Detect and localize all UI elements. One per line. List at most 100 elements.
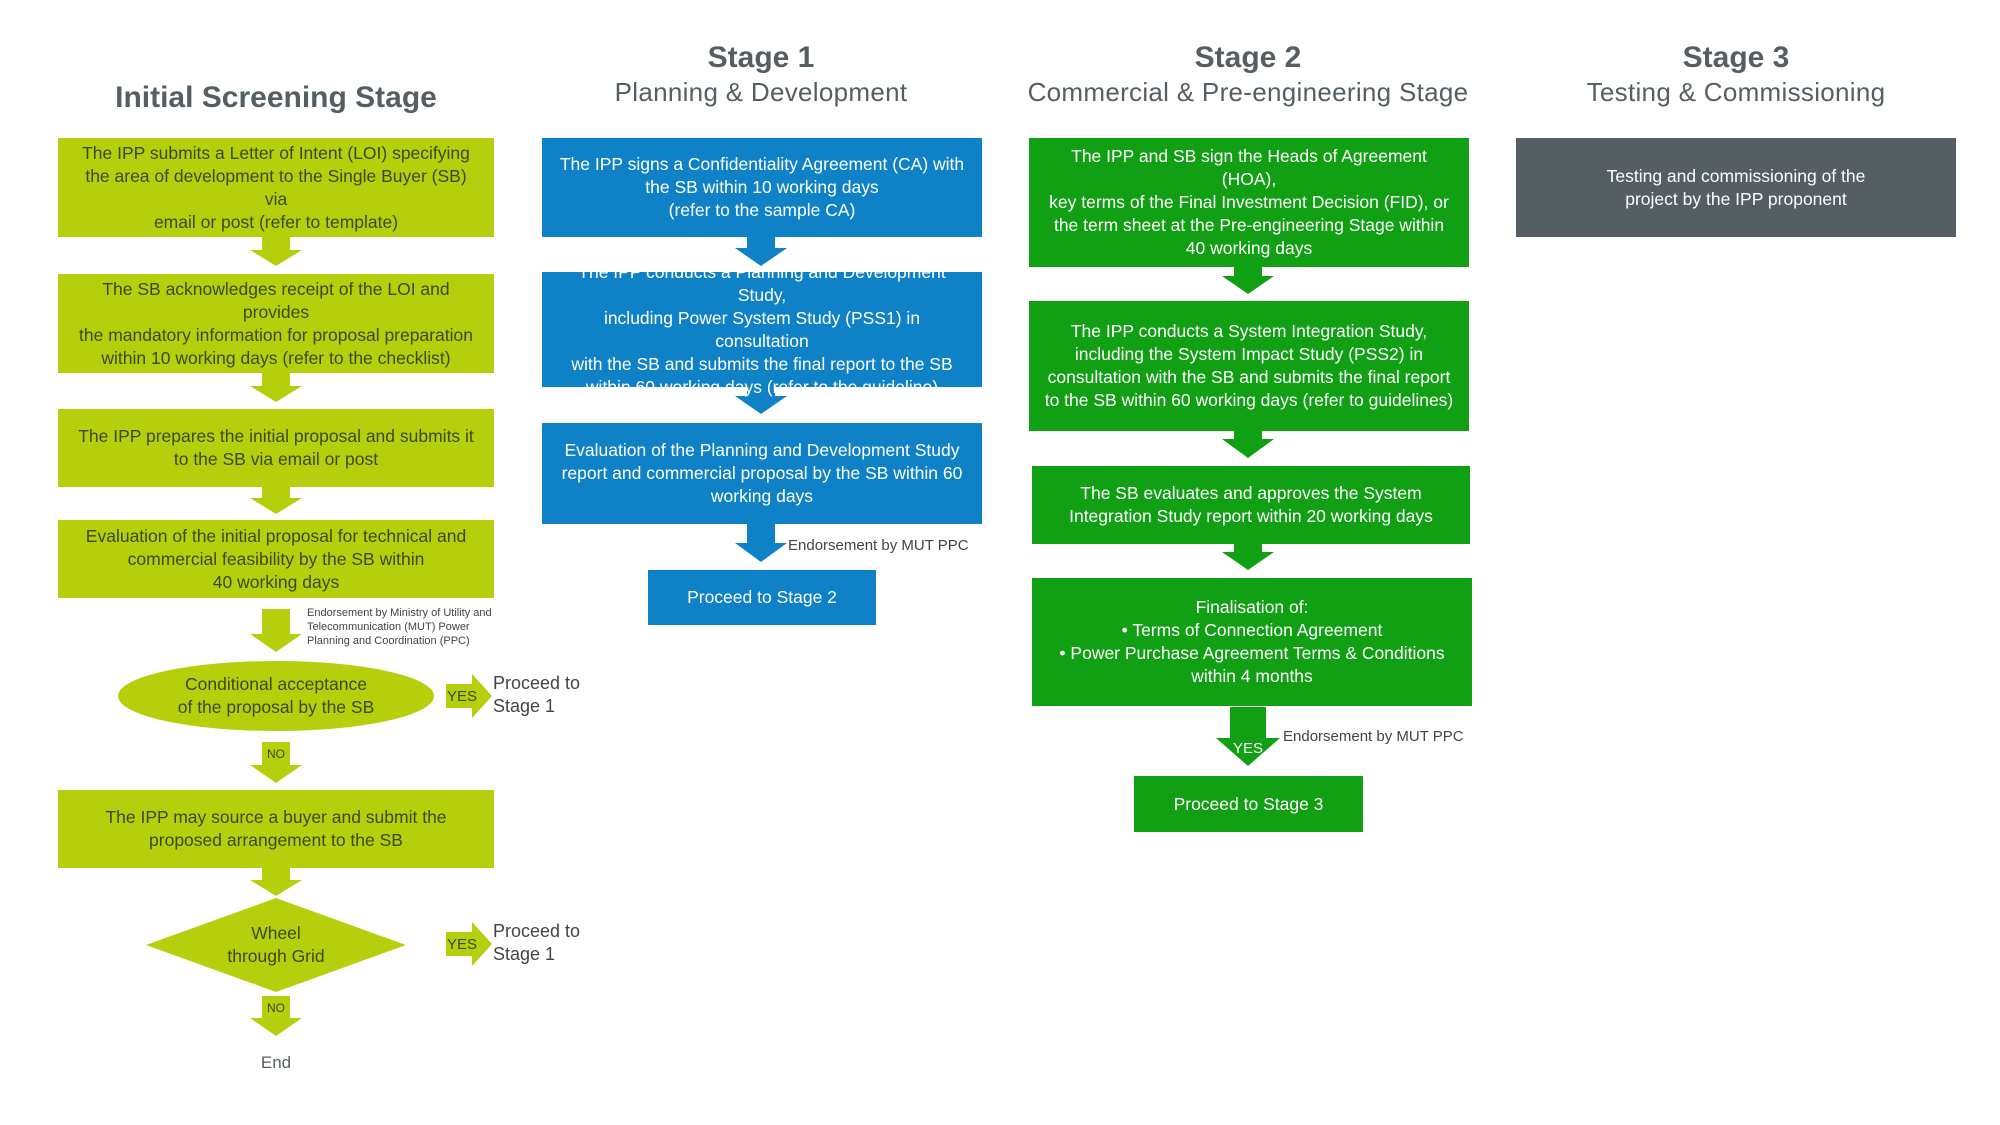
stage1-step-2-line-4: within 60 working days (refer to the gui… [585, 376, 939, 397]
initial-step-5-line-2: proposed arrangement to the SB [149, 830, 403, 850]
stage1-step-1-line-2: the SB within 10 working days [645, 177, 879, 197]
proceed-to-stage3-label: Proceed to Stage 3 [1173, 793, 1324, 814]
no-label-2: NO [267, 1001, 285, 1015]
initial-step-2-line-1: The SB acknowledges receipt of the LOI a… [102, 278, 450, 322]
no-label-1: NO [267, 747, 285, 761]
stage2-step-4-line-2: • Terms of Connection Agreement [1121, 620, 1383, 640]
initial-step-1-line-2: the area of development to the Single Bu… [85, 165, 467, 209]
header-stage1-subtitle: Planning & Development [614, 77, 908, 107]
initial-step-5-line-1: The IPP may source a buyer and submit th… [105, 807, 447, 827]
stage3-step-1: Testing and commissioning of the project… [1516, 138, 1956, 237]
stage2-step-2: The IPP conducts a System Integration St… [1029, 301, 1469, 431]
stage2-step-1-line-1: The IPP and SB sign the Heads of Agreeme… [1071, 146, 1427, 189]
yes-label-stage2: YES [1233, 740, 1263, 757]
initial-step-4-line-3: 40 working days [212, 571, 340, 592]
stage2-step-2-line-1: The IPP conducts a System Integration St… [1070, 321, 1428, 341]
end-label: End [260, 1053, 292, 1072]
stage2-endorsement-note: Endorsement by MUT PPC [1283, 728, 1464, 745]
initial-step-3-line-1: The IPP prepares the initial proposal an… [78, 426, 474, 446]
initial-endorsement-line-1: Endorsement by Ministry of Utility and [307, 607, 492, 619]
proceed-to-stage2-box: Proceed to Stage 2 [648, 570, 876, 625]
stage1-step-3: Evaluation of the Planning and Developme… [542, 423, 982, 524]
decision-1-line-1: Conditional acceptance [185, 674, 367, 694]
stage2-step-1-line-4: 40 working days [1185, 238, 1313, 258]
initial-endorsement-line-2: Telecommunication (MUT) Power [307, 621, 470, 633]
stage1-step-3-line-3: working days [710, 486, 814, 506]
stage3-step-1-line-1: Testing and commissioning of the [1606, 165, 1866, 186]
yes-label-1: YES [447, 688, 477, 705]
arrow-down-initial-5 [250, 868, 302, 896]
arrow-down-no-1 [250, 742, 302, 783]
proceed-to-stage3-box: Proceed to Stage 3 [1134, 776, 1363, 832]
arrow-down-stage1-3 [735, 524, 787, 562]
proceed-b-line-2: Stage 1 [493, 944, 556, 964]
initial-step-2-line-3: within 10 working days (refer to the che… [101, 347, 451, 368]
stage1-step-3-line-2: report and commercial proposal by the SB… [561, 463, 963, 483]
stage2-step-2-line-3: consultation with the SB and submits the… [1047, 367, 1451, 387]
stage1-step-2-line-2: including Power System Study (PSS1) in c… [603, 307, 921, 351]
initial-step-2-line-2: the mandatory information for proposal p… [79, 324, 473, 345]
initial-step-1-line-1: The IPP submits a Letter of Intent (LOI)… [82, 142, 470, 163]
arrow-right-yes-2 [446, 922, 492, 966]
header-stage3-title: Stage 3 [1682, 41, 1790, 74]
header-stage2: Stage 2 Commercial & Pre-engineering Sta… [1008, 40, 1488, 108]
initial-step-4-line-1: Evaluation of the initial proposal for t… [85, 525, 467, 546]
initial-endorsement-note: Endorsement by Ministry of Utility and T… [307, 606, 517, 648]
initial-step-4: Evaluation of the initial proposal for t… [58, 520, 494, 598]
initial-step-5: The IPP may source a buyer and submit th… [58, 790, 494, 868]
stage2-step-1-line-2: key terms of the Final Investment Decisi… [1049, 192, 1449, 212]
decision-ellipse [118, 661, 434, 731]
stage2-step-1-line-3: the term sheet at the Pre-engineering St… [1053, 215, 1445, 235]
arrow-right-yes-1 [446, 674, 492, 718]
initial-step-2: The SB acknowledges receipt of the LOI a… [58, 274, 494, 373]
arrow-down-initial-4 [250, 609, 302, 652]
yes-label-2: YES [447, 936, 477, 953]
arrow-down-stage1-2 [735, 387, 787, 414]
stage1-endorsement-note: Endorsement by MUT PPC [788, 537, 969, 554]
stage2-step-3-line-2: Integration Study report within 20 worki… [1069, 506, 1433, 526]
stage1-step-1-line-3: (refer to the sample CA) [668, 200, 856, 220]
header-stage1-title: Stage 1 [707, 41, 815, 74]
decision-2-line-2: through Grid [227, 946, 325, 966]
proceed-to-stage1-b: Proceed to Stage 1 [493, 920, 580, 966]
stage2-step-4-line-3: • Power Purchase Agreement Terms & Condi… [1059, 643, 1445, 663]
proceed-a-line-1: Proceed to [493, 673, 581, 693]
header-initial-title: Initial Screening Stage [115, 81, 437, 114]
header-stage2-title: Stage 2 [1194, 41, 1302, 74]
stage2-step-3-line-1: The SB evaluates and approves the System [1080, 483, 1422, 503]
stage1-step-2-line-3: with the SB and submits the final report… [571, 353, 953, 374]
header-stage3: Stage 3 Testing & Commissioning [1516, 40, 1956, 108]
arrow-down-stage1-1 [735, 237, 787, 266]
initial-step-1-line-3: email or post (refer to template) [153, 211, 399, 232]
arrow-down-stage2-1 [1222, 267, 1274, 294]
stage2-step-4-line-1: Finalisation of: [1195, 597, 1309, 617]
stage1-step-3-line-1: Evaluation of the Planning and Developme… [564, 440, 960, 460]
arrow-down-no-2 [250, 996, 302, 1036]
decision-ellipse-text: Conditional acceptance of the proposal b… [128, 667, 424, 725]
initial-step-3-line-2: to the SB via email or post [173, 449, 379, 469]
header-initial: Initial Screening Stage [56, 80, 496, 116]
arrow-down-initial-2 [250, 373, 302, 402]
proceed-to-stage2-label: Proceed to Stage 2 [687, 587, 837, 607]
stage2-step-4: Finalisation of: • Terms of Connection A… [1032, 578, 1472, 706]
stage2-step-3: The SB evaluates and approves the System… [1032, 466, 1470, 544]
stage2-step-2-line-4: to the SB within 60 working days (refer … [1044, 390, 1454, 410]
decision-1-line-2: of the proposal by the SB [177, 697, 375, 717]
initial-step-1: The IPP submits a Letter of Intent (LOI)… [58, 138, 494, 237]
arrow-down-stage2-3 [1222, 544, 1274, 570]
initial-step-4-line-2: commercial feasibility by the SB within [127, 548, 425, 569]
decision-2-line-1: Wheel [251, 923, 301, 943]
stage1-step-1-line-1: The IPP signs a Confidentiality Agreemen… [559, 154, 965, 174]
stage2-step-4-line-4: within 4 months [1191, 666, 1313, 686]
header-stage2-subtitle: Commercial & Pre-engineering Stage [1027, 77, 1469, 107]
header-stage3-subtitle: Testing & Commissioning [1586, 77, 1886, 107]
proceed-to-stage1-a: Proceed to Stage 1 [493, 672, 580, 718]
stage1-step-1: The IPP signs a Confidentiality Agreemen… [542, 138, 982, 237]
initial-endorsement-line-3: Planning and Coordination (PPC) [307, 635, 470, 647]
proceed-a-line-2: Stage 1 [493, 696, 556, 716]
decision-diamond-text: Wheel through Grid [180, 916, 372, 974]
arrow-down-stage2-yes [1216, 707, 1280, 766]
initial-step-3: The IPP prepares the initial proposal an… [58, 409, 494, 487]
decision-diamond [146, 898, 406, 992]
